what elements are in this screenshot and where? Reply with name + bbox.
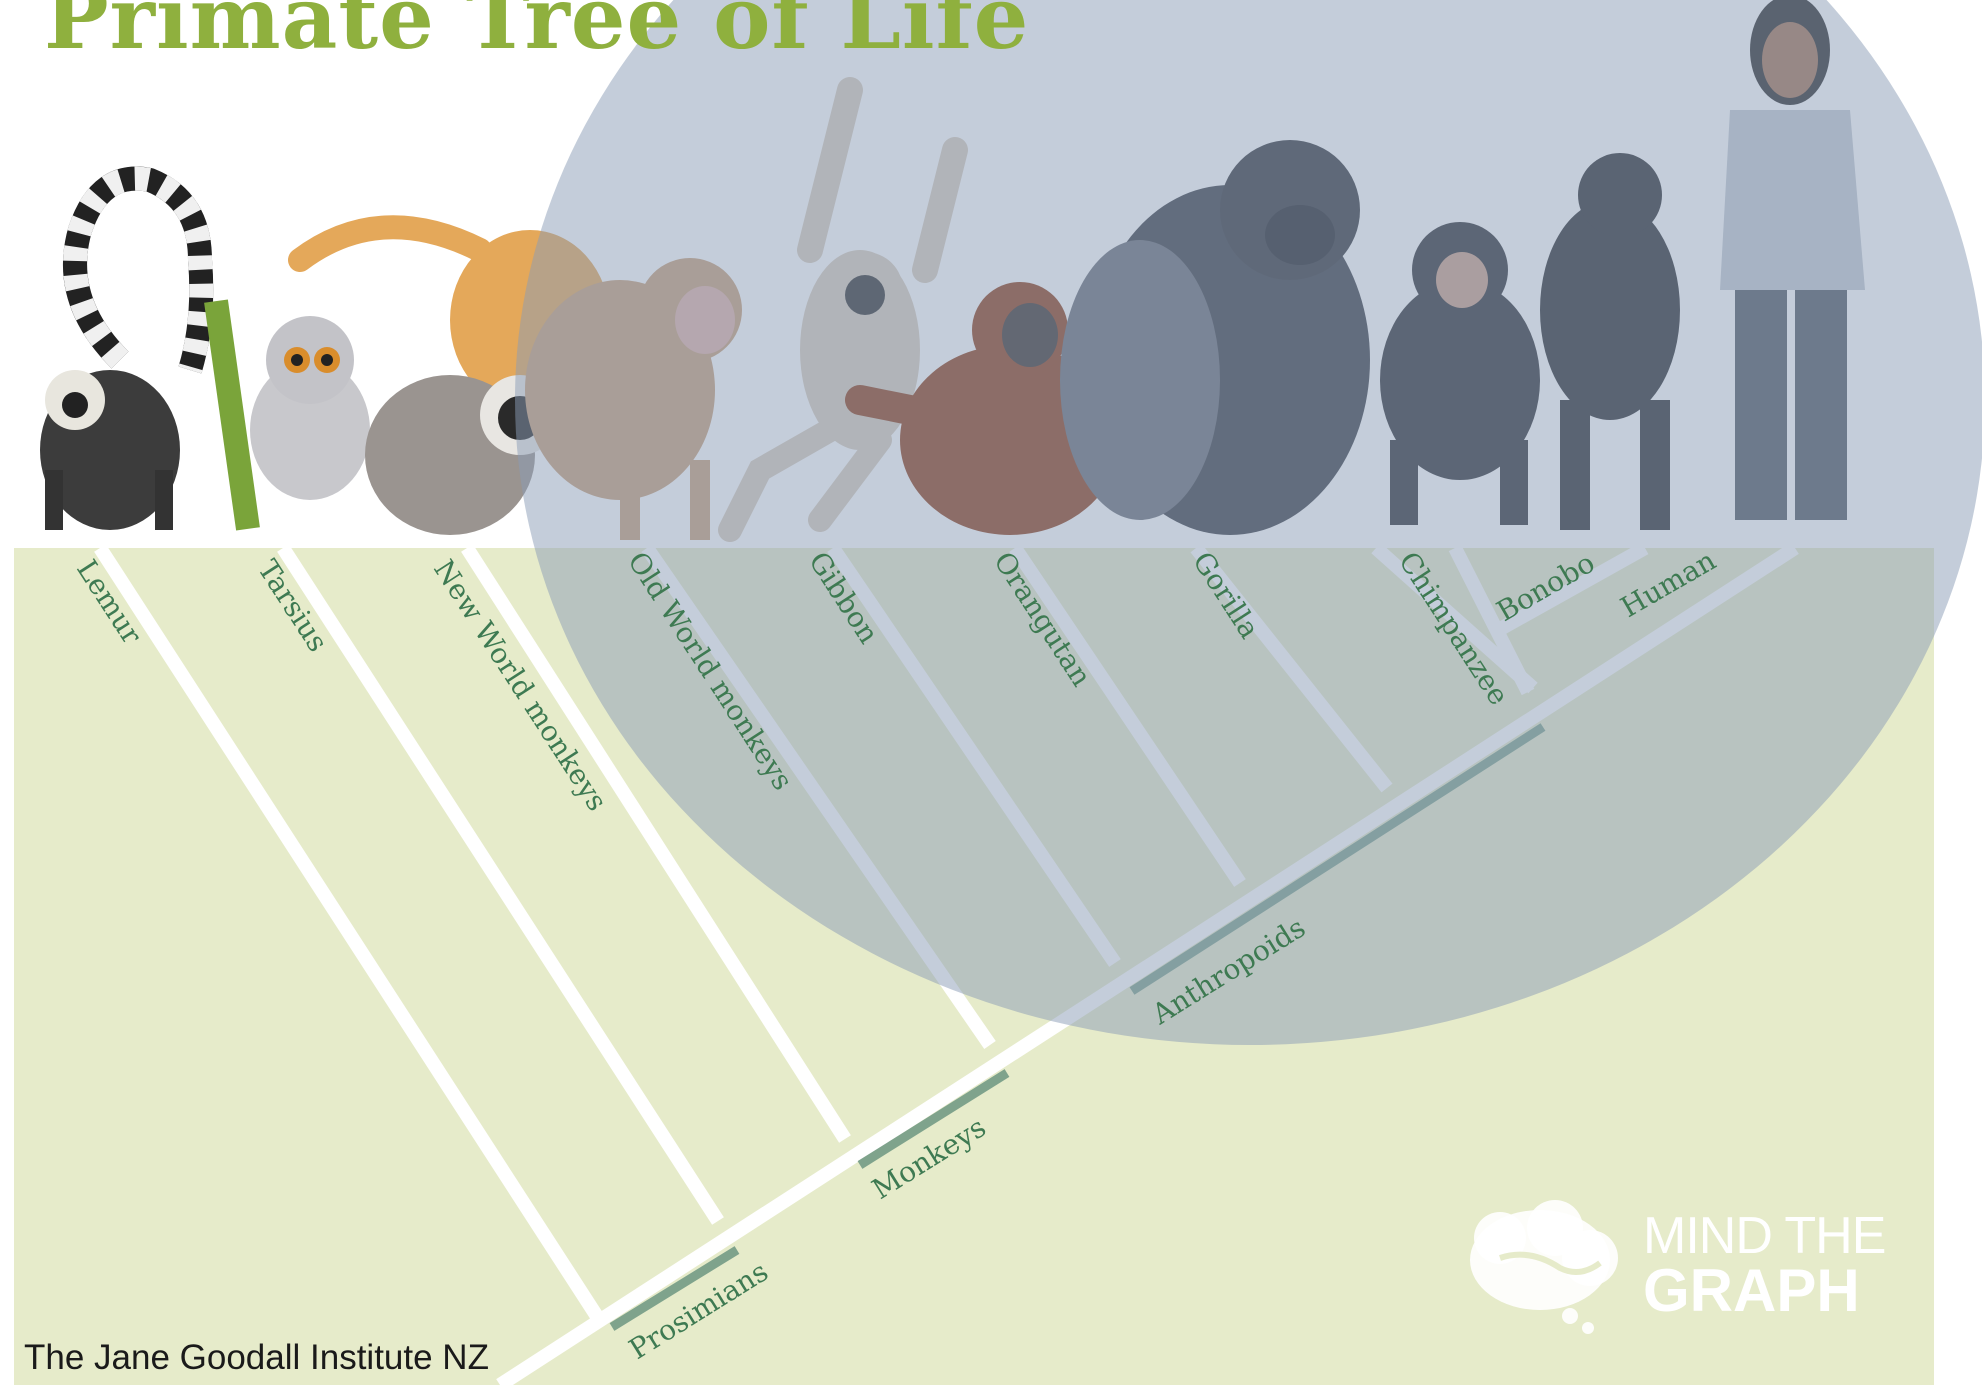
credit-text: The Jane Goodall Institute NZ [24, 1338, 489, 1378]
brand-line-2: GRAPH [1643, 1256, 1860, 1325]
brain-logo-icon [1460, 1198, 1630, 1338]
diagram-title: Primate Tree of Life [44, 0, 1029, 69]
brand-watermark: MIND THE GRAPH [1460, 1198, 1900, 1338]
tarsius-figure [204, 299, 370, 530]
lemur-figure [40, 179, 201, 530]
